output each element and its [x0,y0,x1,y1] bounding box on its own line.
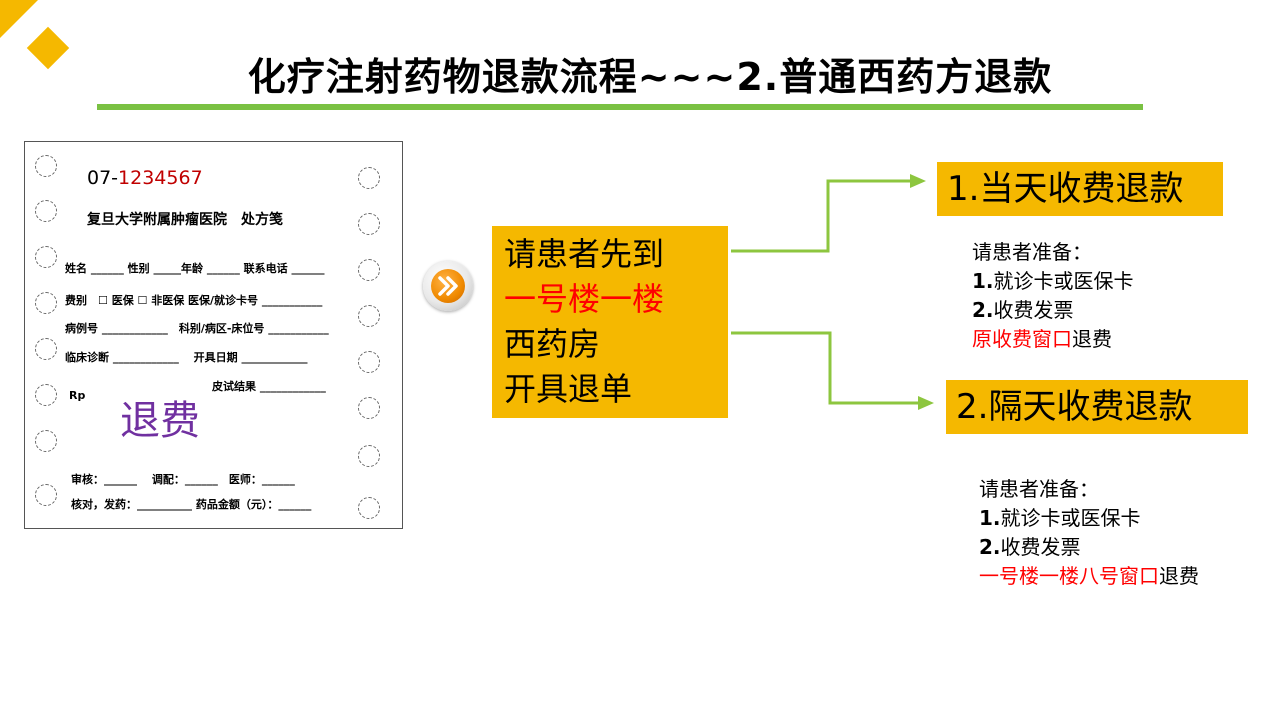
notes-title: 请患者准备： [972,240,1092,264]
notes-item-text: 就诊卡或医保卡 [1000,506,1141,530]
prescription-field-row: 姓名 ______ 性别 _____年龄 ______ 联系电话 ______ [65,262,325,275]
notes-item-number: 2. [979,535,1001,559]
punch-hole [358,351,380,373]
notes-location-suffix: 退费 [1159,564,1199,588]
prescription-field-row: 费别 ☐ 医保 ☐ 非医保 医保/就诊卡号 ___________ [65,294,323,307]
option-same-day-refund: 1.当天收费退款 [937,162,1223,216]
notes-location-suffix: 退费 [1072,327,1112,351]
notes-item: 1.就诊卡或医保卡 [979,504,1199,533]
prescription-field-row: 病例号 ____________ 科别/病区-床位号 ___________ [65,322,329,335]
punch-hole [358,397,380,419]
prescription-hospital: 复旦大学附属肿瘤医院 处方笺 [87,212,283,228]
punch-hole [358,167,380,189]
prescription-card: 07-1234567 复旦大学附属肿瘤医院 处方笺 姓名 ______ 性别 _… [24,141,403,529]
title-underline [97,104,1143,110]
notes-item: 2.收费发票 [979,533,1199,562]
notes-location-highlight: 一号楼一楼八号窗口 [979,564,1159,588]
instruction-box: 请患者先到 一号楼一楼 西药房 开具退单 [492,226,728,418]
notes-item-number: 1. [979,506,1001,530]
punch-hole [358,305,380,327]
notes-item-number: 1. [972,269,994,293]
arrow-right-icon [731,331,934,410]
option-next-day-notes: 请患者准备： 1.就诊卡或医保卡 2.收费发票 一号楼一楼八号窗口退费 [979,475,1199,591]
punch-hole [358,213,380,235]
prescription-field-row: 临床诊断 ____________ 开具日期 ____________ [65,351,308,364]
prescription-field-row: 皮试结果 ____________ [212,380,326,393]
phone-prefix: 07- [87,167,119,189]
option-same-day-notes: 请患者准备： 1.就诊卡或医保卡 2.收费发票 原收费窗口退费 [972,238,1134,354]
punch-hole [35,200,57,222]
notes-item: 2.收费发票 [972,296,1134,325]
double-chevron-right-icon [423,261,473,311]
punch-hole [35,155,57,177]
instruction-line: 请患者先到 [504,235,665,273]
notes-item-text: 收费发票 [993,298,1074,322]
punch-hole [358,259,380,281]
arrow-right-icon [731,174,926,253]
notes-title: 请患者准备： [979,477,1099,501]
instruction-line: 开具退单 [504,370,633,408]
double-chevron-right-icon-glyph [438,276,458,296]
instruction-line: 西药房 [504,325,601,363]
notes-item: 1.就诊卡或医保卡 [972,267,1134,296]
corner-decoration [0,0,38,38]
notes-item-number: 2. [972,298,994,322]
instruction-location: 一号楼一楼 [504,280,665,318]
notes-location: 原收费窗口退费 [972,325,1134,354]
notes-item-text: 就诊卡或医保卡 [993,269,1134,293]
refund-stamp: 退费 [120,398,200,444]
punch-hole [35,292,57,314]
prescription-rp: Rp [69,389,86,402]
prescription-phone: 07-1234567 [87,167,203,189]
notes-item-text: 收费发票 [1000,535,1081,559]
notes-location: 一号楼一楼八号窗口退费 [979,562,1199,591]
double-chevron-right-icon-inner [431,269,465,303]
punch-hole [35,338,57,360]
punch-hole [358,445,380,467]
prescription-field-row: 审核：______ 调配：______ 医师：______ [71,473,295,486]
punch-hole [358,497,380,519]
notes-location-highlight: 原收费窗口 [972,327,1072,351]
punch-hole [35,430,57,452]
punch-hole [35,484,57,506]
page-title: 化疗注射药物退款流程~~~2.普通西药方退款 [247,55,1053,99]
punch-hole [35,384,57,406]
option-next-day-refund: 2.隔天收费退款 [946,380,1248,434]
punch-hole [35,246,57,268]
phone-number: 1234567 [118,167,203,189]
prescription-field-row: 核对，发药：__________ 药品金额（元）：______ [71,498,312,511]
